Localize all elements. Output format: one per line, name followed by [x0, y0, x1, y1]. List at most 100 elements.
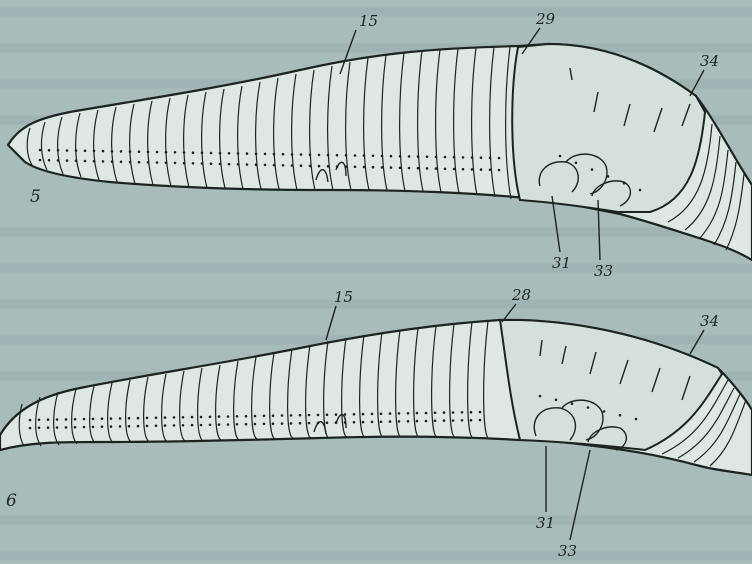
- seta-dot: [191, 416, 194, 419]
- seta-dot: [74, 418, 77, 421]
- figure-6-number: 6: [6, 491, 17, 511]
- seta-dot: [237, 152, 240, 155]
- seta-dot: [101, 425, 104, 428]
- seta-dot: [182, 416, 185, 419]
- seta-dot: [434, 420, 437, 423]
- seta-dot: [398, 412, 401, 415]
- seta-dot: [591, 168, 594, 171]
- seta-dot: [317, 414, 320, 417]
- seta-dot: [299, 422, 302, 425]
- seta-dot: [453, 156, 456, 159]
- figure-5-number: 5: [30, 187, 41, 207]
- seta-dot: [128, 425, 131, 428]
- seta-dot: [426, 167, 429, 170]
- seta-dot: [119, 425, 122, 428]
- label-33-fig5: 33: [594, 262, 613, 280]
- seta-dot: [74, 426, 77, 429]
- seta-dot: [389, 420, 392, 423]
- seta-dot: [390, 166, 393, 169]
- seta-dot: [228, 163, 231, 166]
- seta-dot: [390, 155, 393, 158]
- seta-dot: [129, 150, 132, 153]
- seta-dot: [66, 159, 69, 162]
- seta-dot: [38, 419, 41, 422]
- seta-dot: [587, 406, 590, 409]
- seta-dot: [182, 424, 185, 427]
- seta-dot: [165, 161, 168, 164]
- seta-dot: [137, 417, 140, 420]
- seta-dot: [555, 399, 558, 402]
- seta-dot: [479, 419, 482, 422]
- seta-dot: [489, 157, 492, 160]
- seta-dot: [435, 156, 438, 159]
- label-15-fig6: 15: [334, 288, 353, 306]
- seta-dot: [453, 168, 456, 171]
- seta-dot: [462, 156, 465, 159]
- seta-dot: [65, 418, 68, 421]
- seta-dot: [83, 418, 86, 421]
- label-28-fig6: 28: [511, 286, 531, 304]
- seta-dot: [389, 412, 392, 415]
- seta-dot: [93, 160, 96, 163]
- label-31-fig6: 31: [536, 514, 555, 532]
- seta-dot: [66, 149, 69, 152]
- seta-dot: [539, 395, 542, 398]
- seta-dot: [120, 150, 123, 153]
- seta-dot: [498, 157, 501, 160]
- seta-dot: [290, 422, 293, 425]
- seta-dot: [201, 162, 204, 165]
- seta-dot: [363, 166, 366, 169]
- seta-dot: [227, 415, 230, 418]
- seta-dot: [417, 155, 420, 158]
- seta-dot: [218, 423, 221, 426]
- seta-dot: [381, 155, 384, 158]
- seta-dot: [39, 149, 42, 152]
- seta-dot: [444, 168, 447, 171]
- seta-dot: [282, 164, 285, 167]
- seta-dot: [254, 423, 257, 426]
- seta-dot: [237, 163, 240, 166]
- seta-dot: [344, 413, 347, 416]
- seta-dot: [92, 418, 95, 421]
- seta-dot: [326, 413, 329, 416]
- seta-dot: [210, 152, 213, 155]
- seta-dot: [462, 168, 465, 171]
- seta-dot: [47, 426, 50, 429]
- seta-dot: [156, 161, 159, 164]
- seta-dot: [93, 150, 96, 153]
- seta-dot: [192, 162, 195, 165]
- label-31-fig5: 31: [552, 254, 571, 272]
- seta-dot: [227, 423, 230, 426]
- label-15-fig5: 15: [359, 12, 378, 30]
- seta-dot: [471, 168, 474, 171]
- seta-dot: [362, 413, 365, 416]
- seta-dot: [470, 411, 473, 414]
- seta-dot: [165, 151, 168, 154]
- seta-dot: [498, 169, 501, 172]
- seta-dot: [245, 415, 248, 418]
- seta-dot: [155, 417, 158, 420]
- seta-dot: [426, 155, 429, 158]
- seta-dot: [381, 166, 384, 169]
- seta-dot: [101, 417, 104, 420]
- seta-dot: [264, 164, 267, 167]
- seta-dot: [417, 167, 420, 170]
- seta-dot: [138, 161, 141, 164]
- seta-dot: [174, 151, 177, 154]
- seta-dot: [84, 160, 87, 163]
- seta-dot: [200, 424, 203, 427]
- seta-dot: [326, 421, 329, 424]
- seta-dot: [75, 149, 78, 152]
- seta-dot: [371, 421, 374, 424]
- seta-dot: [408, 167, 411, 170]
- seta-dot: [309, 153, 312, 156]
- seta-dot: [353, 421, 356, 424]
- seta-dot: [345, 154, 348, 157]
- seta-dot: [354, 154, 357, 157]
- seta-dot: [200, 416, 203, 419]
- seta-dot: [336, 165, 339, 168]
- seta-dot: [435, 167, 438, 170]
- seta-dot: [174, 162, 177, 165]
- seta-dot: [443, 411, 446, 414]
- seta-dot: [635, 418, 638, 421]
